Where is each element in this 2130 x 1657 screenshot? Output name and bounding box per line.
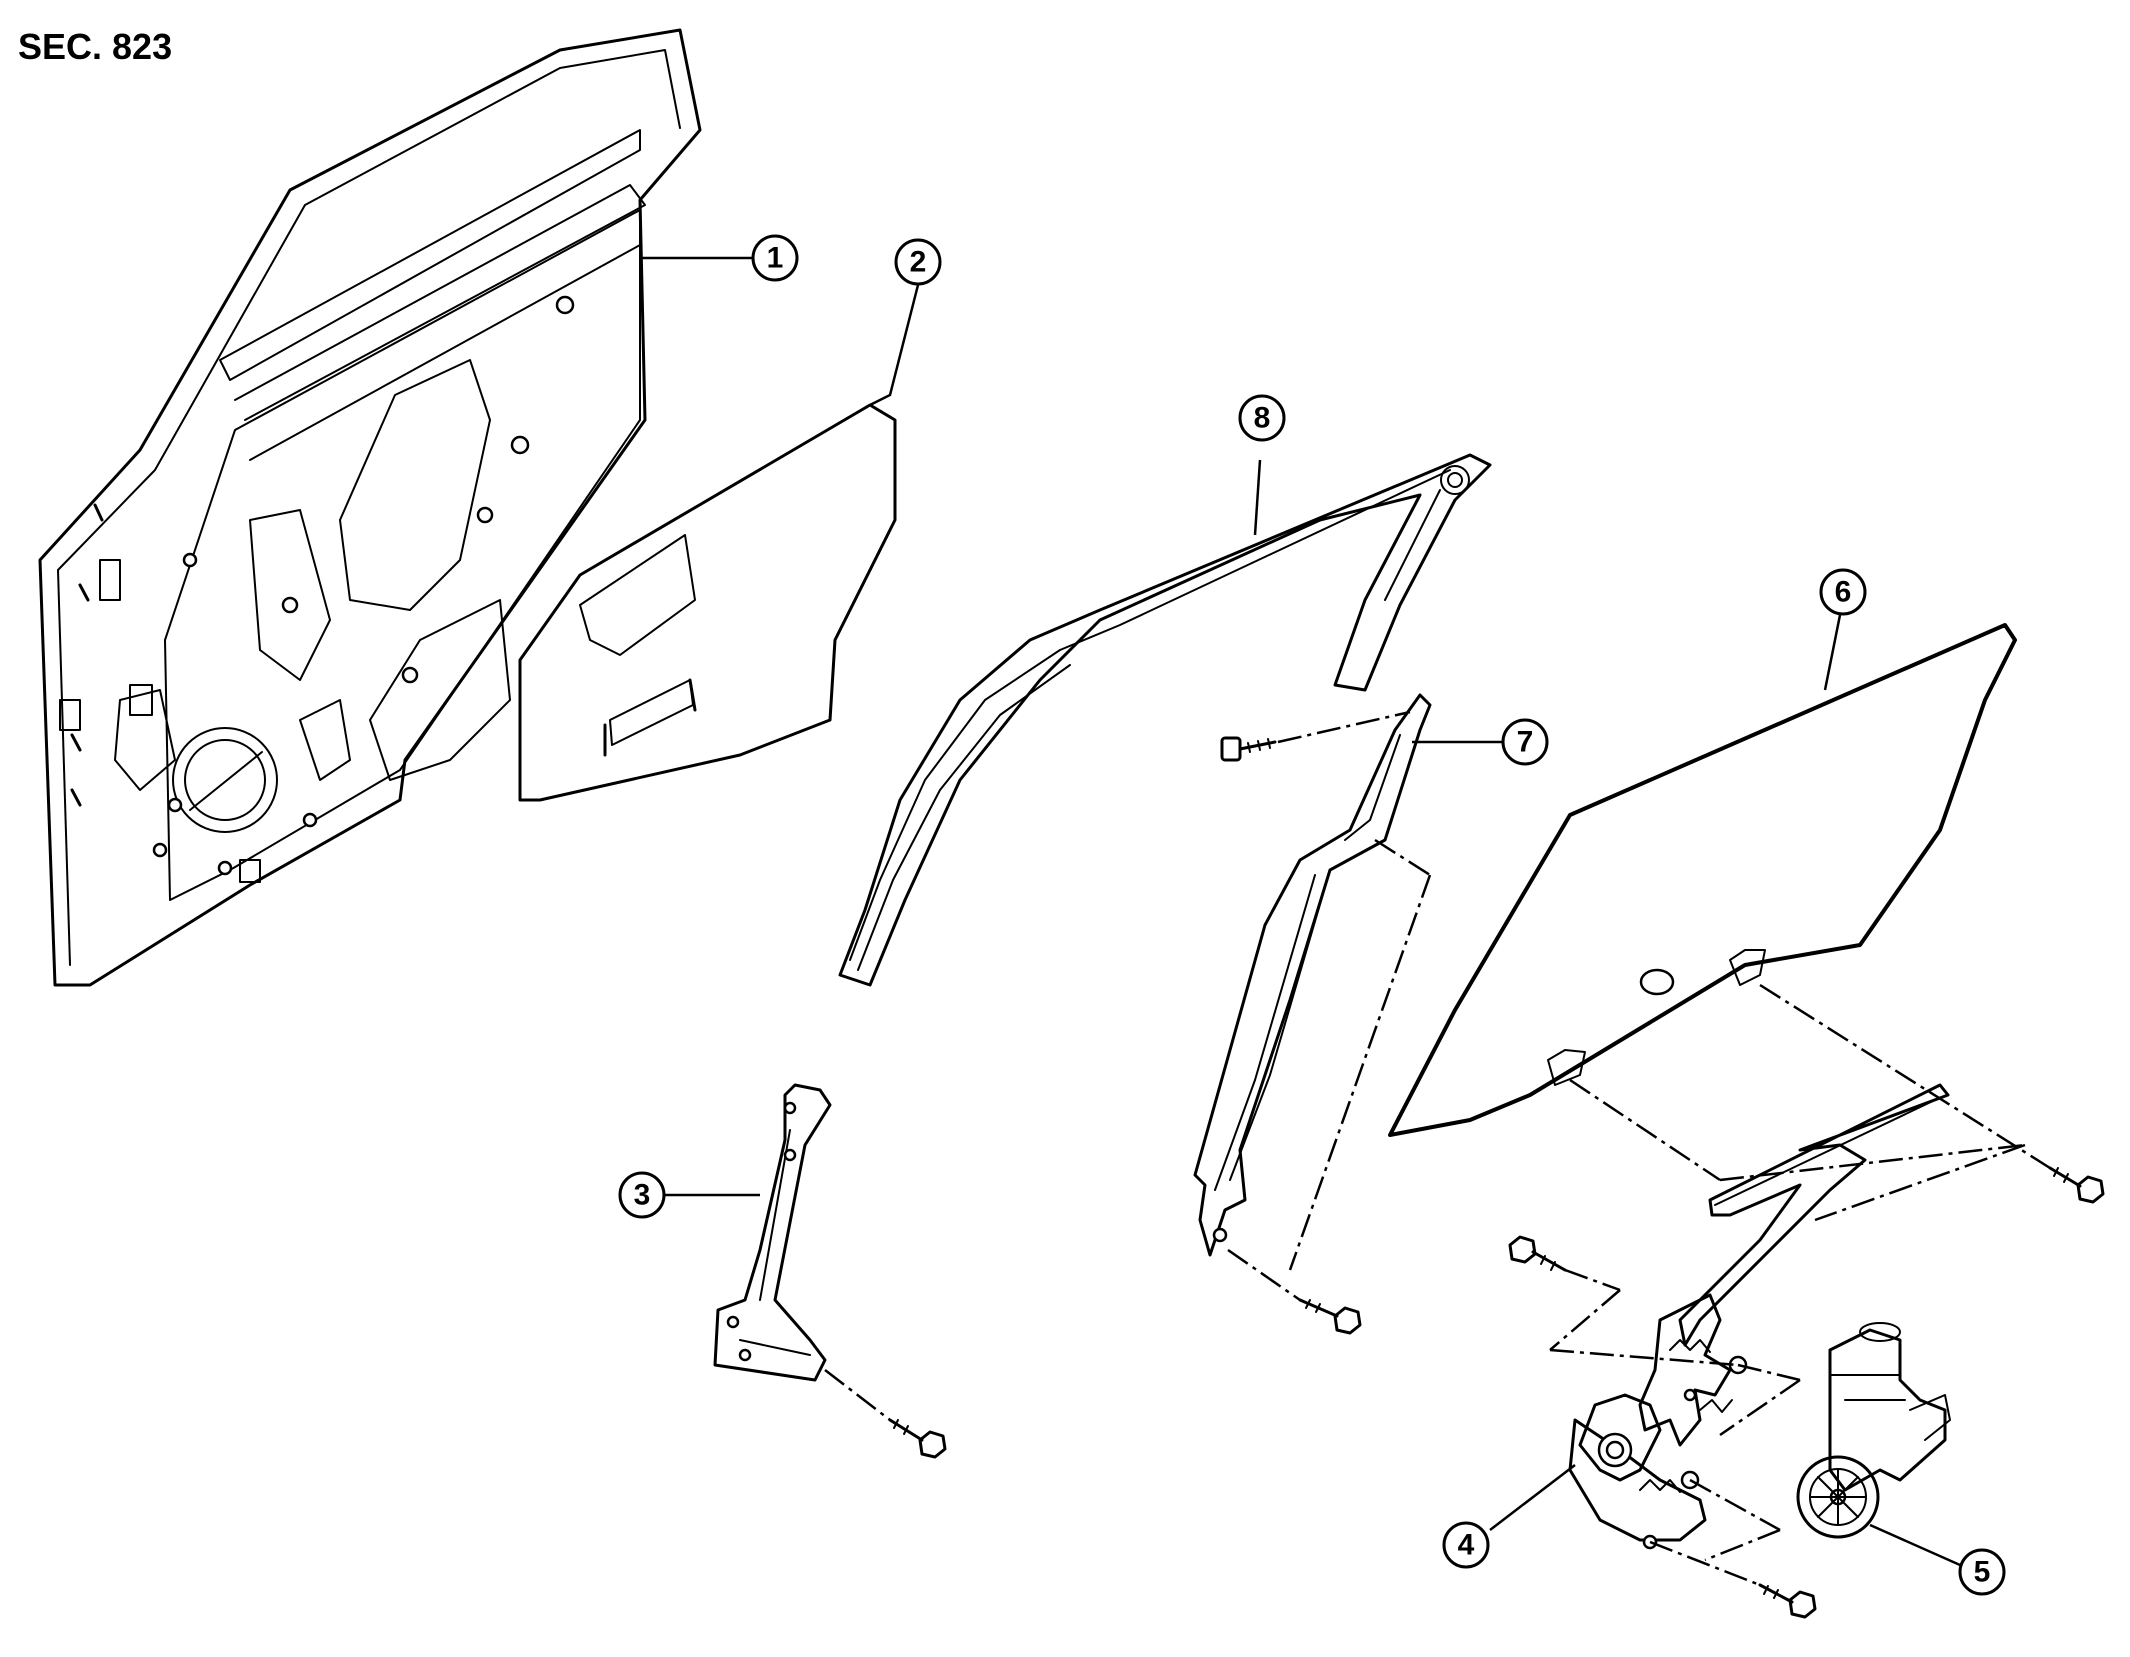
door-glass [1388,623,2017,1137]
callout-4: 4 [1442,1521,1490,1569]
callout-6-label: 6 [1835,576,1852,609]
callout-5-label: 5 [1974,1556,1991,1589]
bolt-regulator-bottom [1758,1583,1817,1619]
alignment-lines [824,710,2051,1587]
callout-5: 5 [1958,1548,2006,1596]
bolt-guide-channel [888,1418,947,1459]
callout-3-label: 3 [634,1179,651,1212]
bolt-sash-upper [1220,736,1277,762]
callout-1-label: 1 [767,242,784,275]
callout-2: 2 [894,238,942,286]
section-title: SEC. 823 [18,26,173,67]
callout-8-label: 8 [1254,402,1271,435]
rear-sash [1193,693,1432,1257]
bolt-regulator-top-right [2048,1166,2105,1204]
callout-1: 1 [751,234,799,282]
bolt-sash-lower [1298,1298,1362,1335]
window-regulator [1568,1083,1950,1550]
regulator-motor [1796,1322,1951,1539]
sealing-screen [518,403,897,802]
rear-guide-channel [713,1083,832,1382]
callout-2-label: 2 [910,246,927,279]
rear-door-panel [38,28,702,987]
callout-6: 6 [1819,568,1867,616]
callout-7: 7 [1501,718,1549,766]
callout-3: 3 [618,1171,666,1219]
callout-8: 8 [1238,394,1286,442]
callout-7-label: 7 [1517,726,1534,759]
bolt-regulator-left [1508,1235,1567,1272]
front-sash-run-channel [838,453,1492,987]
leader-lines [640,256,1961,1567]
callout-4-label: 4 [1458,1529,1475,1562]
